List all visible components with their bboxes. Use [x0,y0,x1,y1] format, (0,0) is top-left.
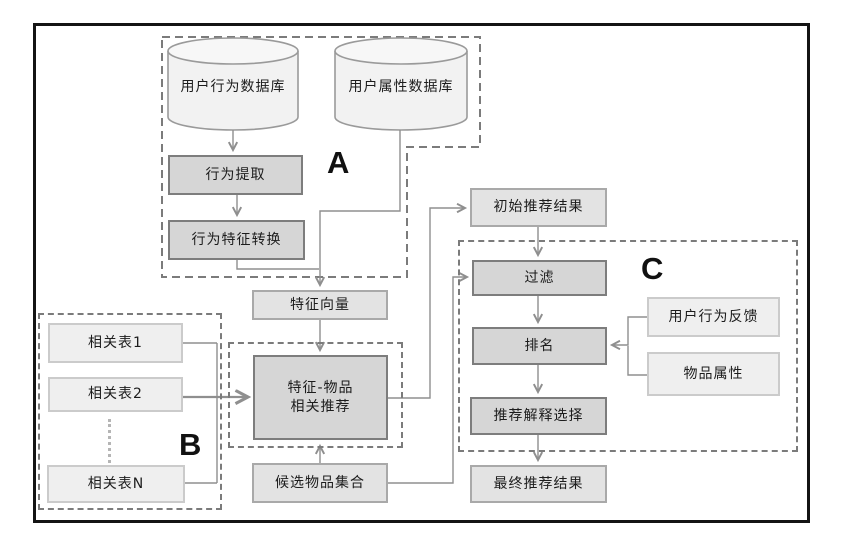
feature-item-rec-outline [228,342,403,448]
user-attribute-db-label: 用户属性数据库 [348,79,454,95]
candidate-item-set-box: 候选物品集合 [252,463,388,503]
feature-item-line1: 特征-物品 [287,379,354,396]
ellipsis-dots [108,419,111,463]
feature-item-line2: 相关推荐 [290,398,351,415]
feature-vector-box: 特征向量 [252,290,388,320]
feature-item-recommendation-box: 特征-物品 相关推荐 [253,355,388,440]
zone-a-outline [161,36,481,278]
related-table-2-box: 相关表2 [48,377,183,412]
behavior-extraction-box: 行为提取 [168,155,303,195]
user-behavior-feedback-box: 用户行为反馈 [647,297,780,337]
explanation-selection-box: 推荐解释选择 [470,397,607,435]
zone-c-label: C [641,251,664,286]
filter-box: 过滤 [472,260,607,296]
behavior-feature-transform-box: 行为特征转换 [168,220,305,260]
user-behavior-db-label: 用户行为数据库 [180,79,286,95]
zone-b-outline [38,313,222,510]
related-table-1-box: 相关表1 [48,323,183,363]
user-behavior-db-cylinder-shape [167,37,299,131]
final-results-box: 最终推荐结果 [470,465,607,503]
zone-b-label: B [179,427,202,462]
user-behavior-db: 用户行为数据库 [168,40,298,132]
zone-c-outline [458,240,798,452]
related-table-n-box: 相关表N [47,465,185,503]
zone-a-label: A [327,145,350,180]
ranking-box: 排名 [472,327,607,365]
item-attributes-box: 物品属性 [647,352,780,396]
user-attribute-db-cylinder-shape [334,37,468,131]
user-attribute-db: 用户属性数据库 [335,40,467,132]
initial-results-box: 初始推荐结果 [470,188,607,227]
